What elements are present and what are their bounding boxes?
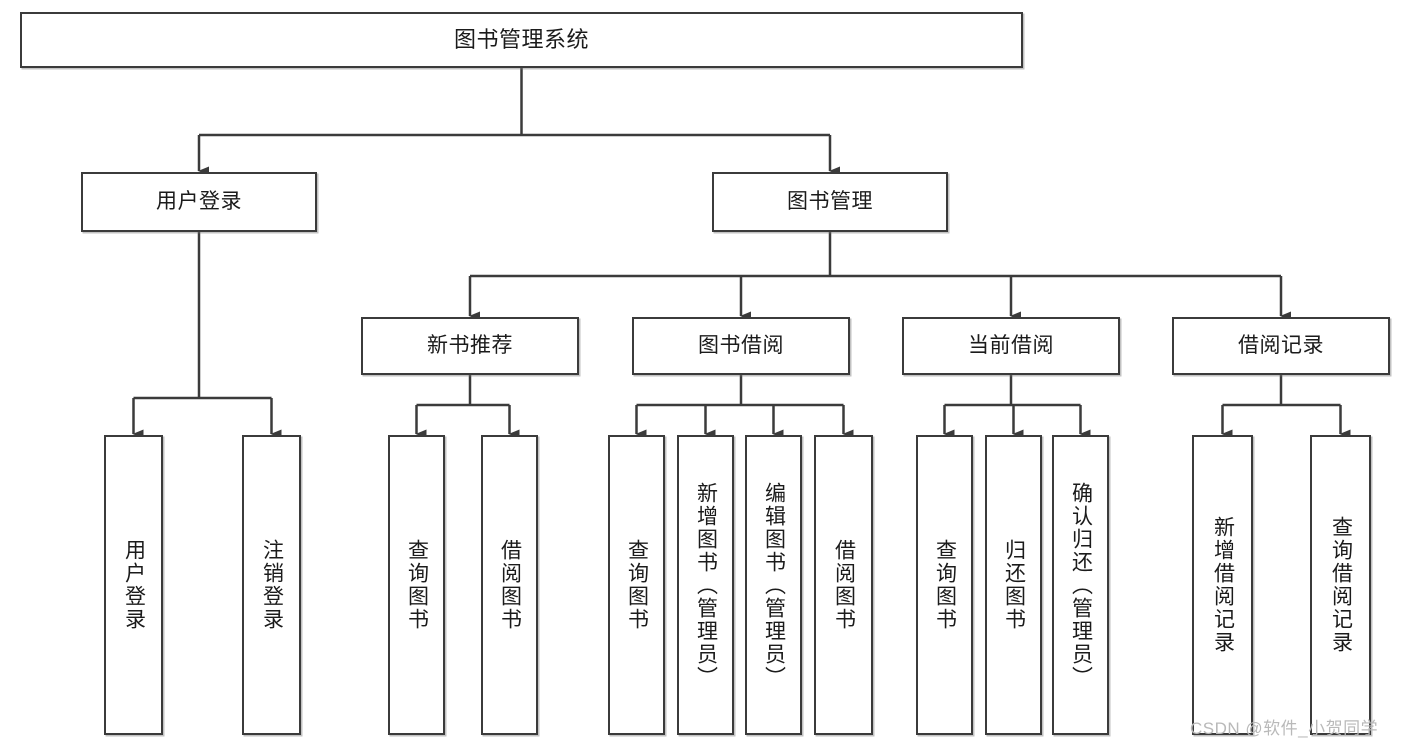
node-leaf-query-book-rec[interactable]: 查询图书 bbox=[388, 435, 445, 735]
node-label-leaf-borrow-book: 借阅图书 bbox=[832, 539, 856, 631]
node-label-leaf-borrow-book-rec: 借阅图书 bbox=[498, 539, 522, 631]
node-label-borrow-record: 借阅记录 bbox=[1238, 333, 1324, 357]
node-label-current-borrow: 当前借阅 bbox=[968, 333, 1054, 357]
node-label-leaf-logout: 注销登录 bbox=[260, 539, 284, 631]
node-label-new-book-rec: 新书推荐 bbox=[427, 333, 513, 357]
node-label-leaf-query-book-cur: 查询图书 bbox=[933, 539, 957, 631]
node-leaf-confirm-return[interactable]: 确认归还（管理员） bbox=[1052, 435, 1109, 735]
node-label-leaf-add-record: 新增借阅记录 bbox=[1211, 516, 1235, 654]
node-label-leaf-add-book: 新增图书（管理员） bbox=[694, 481, 718, 689]
node-label-leaf-return-book: 归还图书 bbox=[1002, 539, 1026, 631]
node-leaf-edit-book[interactable]: 编辑图书（管理员） bbox=[745, 435, 802, 735]
node-leaf-user-login[interactable]: 用户登录 bbox=[104, 435, 163, 735]
node-leaf-add-book[interactable]: 新增图书（管理员） bbox=[677, 435, 734, 735]
node-label-leaf-edit-book: 编辑图书（管理员） bbox=[762, 481, 786, 689]
node-label-leaf-confirm-return: 确认归还（管理员） bbox=[1069, 481, 1093, 689]
node-label-root: 图书管理系统 bbox=[453, 27, 589, 53]
node-leaf-query-book-borrow[interactable]: 查询图书 bbox=[608, 435, 665, 735]
node-label-leaf-query-book-rec: 查询图书 bbox=[405, 539, 429, 631]
node-label-book-manage: 图书管理 bbox=[787, 189, 873, 213]
node-leaf-query-record[interactable]: 查询借阅记录 bbox=[1310, 435, 1371, 735]
node-current-borrow[interactable]: 当前借阅 bbox=[902, 317, 1120, 375]
node-label-user-login: 用户登录 bbox=[156, 189, 242, 213]
node-book-manage[interactable]: 图书管理 bbox=[712, 172, 948, 232]
node-leaf-borrow-book[interactable]: 借阅图书 bbox=[814, 435, 873, 735]
connector-group bbox=[132, 68, 1351, 439]
node-borrow-record[interactable]: 借阅记录 bbox=[1172, 317, 1390, 375]
node-label-leaf-user-login: 用户登录 bbox=[122, 539, 146, 631]
node-leaf-borrow-book-rec[interactable]: 借阅图书 bbox=[481, 435, 538, 735]
node-user-login[interactable]: 用户登录 bbox=[81, 172, 317, 232]
node-book-borrow[interactable]: 图书借阅 bbox=[632, 317, 850, 375]
node-leaf-add-record[interactable]: 新增借阅记录 bbox=[1192, 435, 1253, 735]
node-root[interactable]: 图书管理系统 bbox=[20, 12, 1023, 68]
node-new-book-rec[interactable]: 新书推荐 bbox=[361, 317, 579, 375]
node-label-leaf-query-book-borrow: 查询图书 bbox=[625, 539, 649, 631]
node-label-leaf-query-record: 查询借阅记录 bbox=[1329, 516, 1353, 654]
node-leaf-return-book[interactable]: 归还图书 bbox=[985, 435, 1042, 735]
node-leaf-logout[interactable]: 注销登录 bbox=[242, 435, 301, 735]
node-label-book-borrow: 图书借阅 bbox=[698, 333, 784, 357]
node-leaf-query-book-cur[interactable]: 查询图书 bbox=[916, 435, 973, 735]
